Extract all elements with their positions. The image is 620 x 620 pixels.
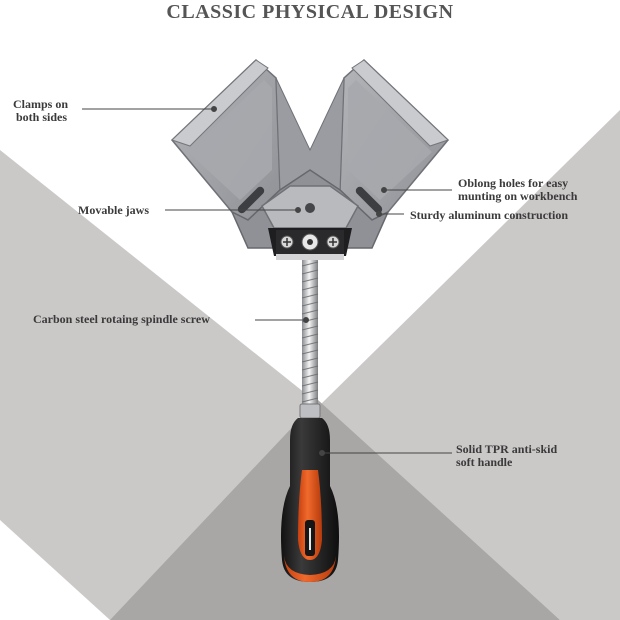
oblong-hole-right xyxy=(355,186,383,214)
bg-right-gray-triangle xyxy=(320,110,620,620)
leader-lines xyxy=(82,106,452,456)
label-spindle-screw: Carbon steel rotaing spindle screw xyxy=(33,313,210,326)
label-line: Sturdy aluminum construction xyxy=(410,208,569,222)
label-line: Carbon steel rotaing spindle screw xyxy=(33,312,210,326)
label-line: Oblong holes for easy xyxy=(458,176,569,190)
label-line: soft handle xyxy=(456,455,513,469)
label-line: munting on workbench xyxy=(458,189,578,203)
handle xyxy=(281,418,339,582)
spindle-screw xyxy=(299,260,321,419)
label-line: Solid TPR anti-skid xyxy=(456,442,558,456)
oblong-hole-left xyxy=(237,186,265,214)
label-line: Movable jaws xyxy=(78,203,149,217)
label-line: both sides xyxy=(16,110,68,124)
page-title: CLASSIC PHYSICAL DESIGN xyxy=(166,1,454,23)
label-soft-handle: Solid TPR anti-skid soft handle xyxy=(456,443,557,469)
label-movable-jaws: Movable jaws xyxy=(78,204,149,217)
label-line: Clamps on xyxy=(13,97,69,111)
label-sturdy-aluminum: Sturdy aluminum construction xyxy=(410,209,568,222)
movable-jaw xyxy=(261,185,359,260)
label-clamps-on-both-sides: Clamps on both sides xyxy=(13,98,68,124)
bg-bottom-white-left xyxy=(0,520,110,620)
label-oblong-holes: Oblong holes for easy munting on workben… xyxy=(458,177,577,203)
